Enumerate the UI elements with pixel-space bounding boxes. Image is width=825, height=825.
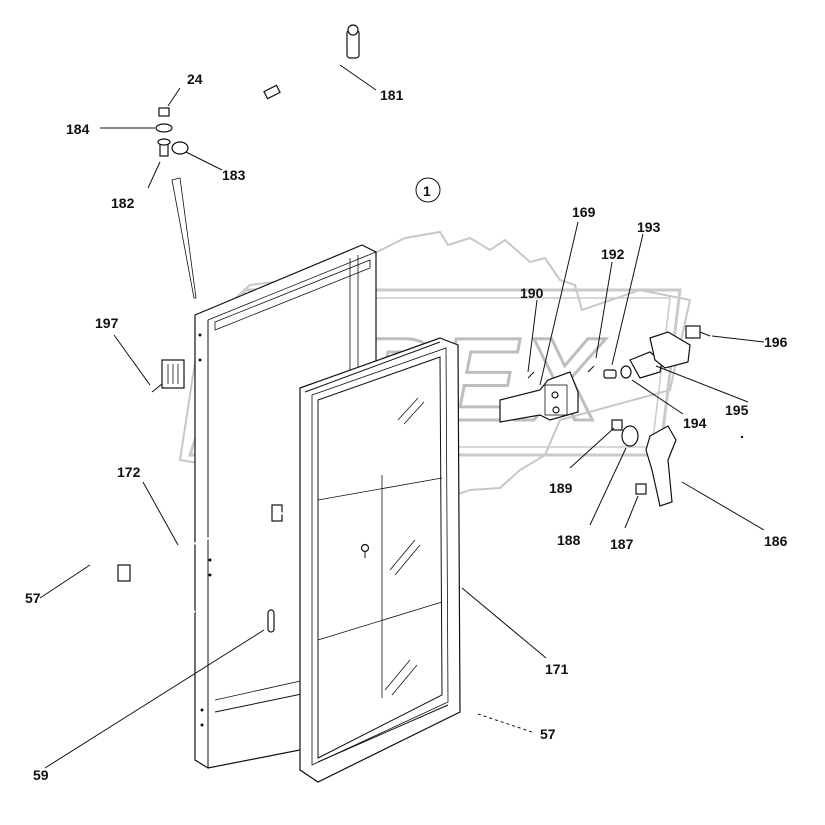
label-57-left: 57 <box>25 590 41 606</box>
label-187: 187 <box>610 536 634 552</box>
label-196: 196 <box>764 334 788 350</box>
washer-184 <box>155 123 173 133</box>
clip-189 <box>611 419 623 431</box>
label-190: 190 <box>520 285 544 301</box>
label-57-bottom: 57 <box>540 726 556 742</box>
washer-194 <box>620 365 632 379</box>
striker-195 <box>629 351 663 379</box>
label-186: 186 <box>764 533 788 549</box>
plate-196 <box>685 325 701 339</box>
stay-rod-assembly <box>155 24 360 299</box>
label-189: 189 <box>549 480 573 496</box>
handle-186 <box>645 425 677 507</box>
latch-assembly <box>499 325 744 507</box>
label-59: 59 <box>33 767 49 783</box>
hinge-197 <box>151 359 185 393</box>
label-195: 195 <box>725 402 749 418</box>
handle-slot-59 <box>267 609 275 633</box>
bolt-193 <box>603 369 617 379</box>
support-arm-172 <box>117 504 356 613</box>
plate-187 <box>635 483 647 495</box>
label-188: 188 <box>557 532 581 548</box>
view-marker: 1 <box>415 177 441 203</box>
label-183: 183 <box>222 167 246 183</box>
label-184: 184 <box>66 121 90 137</box>
view-marker-label: 1 <box>423 183 431 199</box>
label-24: 24 <box>187 71 203 87</box>
nut-24 <box>158 107 170 117</box>
label-192: 192 <box>601 246 625 262</box>
label-182: 182 <box>111 195 135 211</box>
label-169: 169 <box>572 204 596 220</box>
label-194: 194 <box>683 415 707 431</box>
label-172: 172 <box>117 464 141 480</box>
label-193: 193 <box>637 219 661 235</box>
label-181: 181 <box>380 87 404 103</box>
leader-lines <box>39 64 765 769</box>
label-197: 197 <box>95 315 119 331</box>
door-panel-171 <box>299 337 461 783</box>
part-labels: 24 181 184 183 182 169 193 192 190 196 1… <box>25 71 788 783</box>
gasket-188 <box>621 425 639 447</box>
label-171: 171 <box>545 661 569 677</box>
